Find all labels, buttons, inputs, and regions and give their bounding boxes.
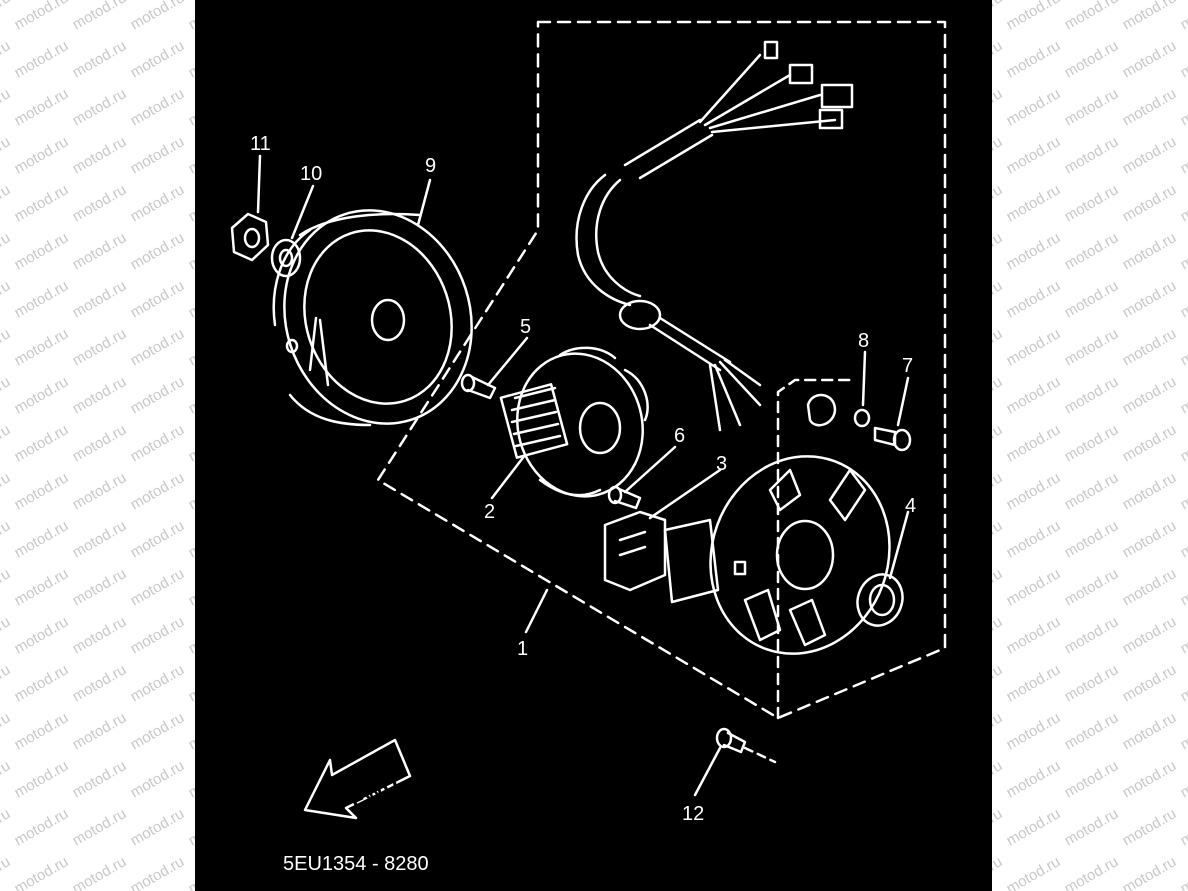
callout-4: 4 [905, 495, 916, 517]
diagram-background [195, 0, 992, 891]
callout-10: 10 [300, 163, 322, 185]
bolt-12-guide [743, 746, 777, 764]
pickup-coil-part [603, 510, 720, 604]
screw-5-part [460, 373, 497, 400]
clamp-part [806, 393, 912, 452]
oil-seal-part [856, 573, 904, 627]
diagram-code: 5EU1354 - 8280 [283, 853, 429, 875]
bolt-12-part [715, 727, 747, 754]
callout-7: 7 [902, 355, 913, 377]
washer-part [270, 238, 302, 278]
callout-2: 2 [484, 501, 495, 523]
stator-coil-part [499, 346, 649, 498]
wire-harness [575, 40, 854, 432]
fwd-arrow-icon [303, 738, 412, 820]
screw-6-part [607, 485, 642, 510]
nut-part [230, 212, 270, 262]
callout-9: 9 [425, 155, 436, 177]
callout-1: 1 [517, 638, 528, 660]
assembly-boundary [376, 20, 947, 720]
rotor-part [272, 209, 473, 427]
callout-12: 12 [682, 803, 704, 825]
callout-3: 3 [716, 453, 727, 475]
callout-6: 6 [674, 425, 685, 447]
callout-8: 8 [858, 330, 869, 352]
callout-11: 11 [250, 133, 271, 155]
watermark-text: motod.ru [1178, 0, 1188, 33]
callout-5: 5 [520, 316, 531, 338]
